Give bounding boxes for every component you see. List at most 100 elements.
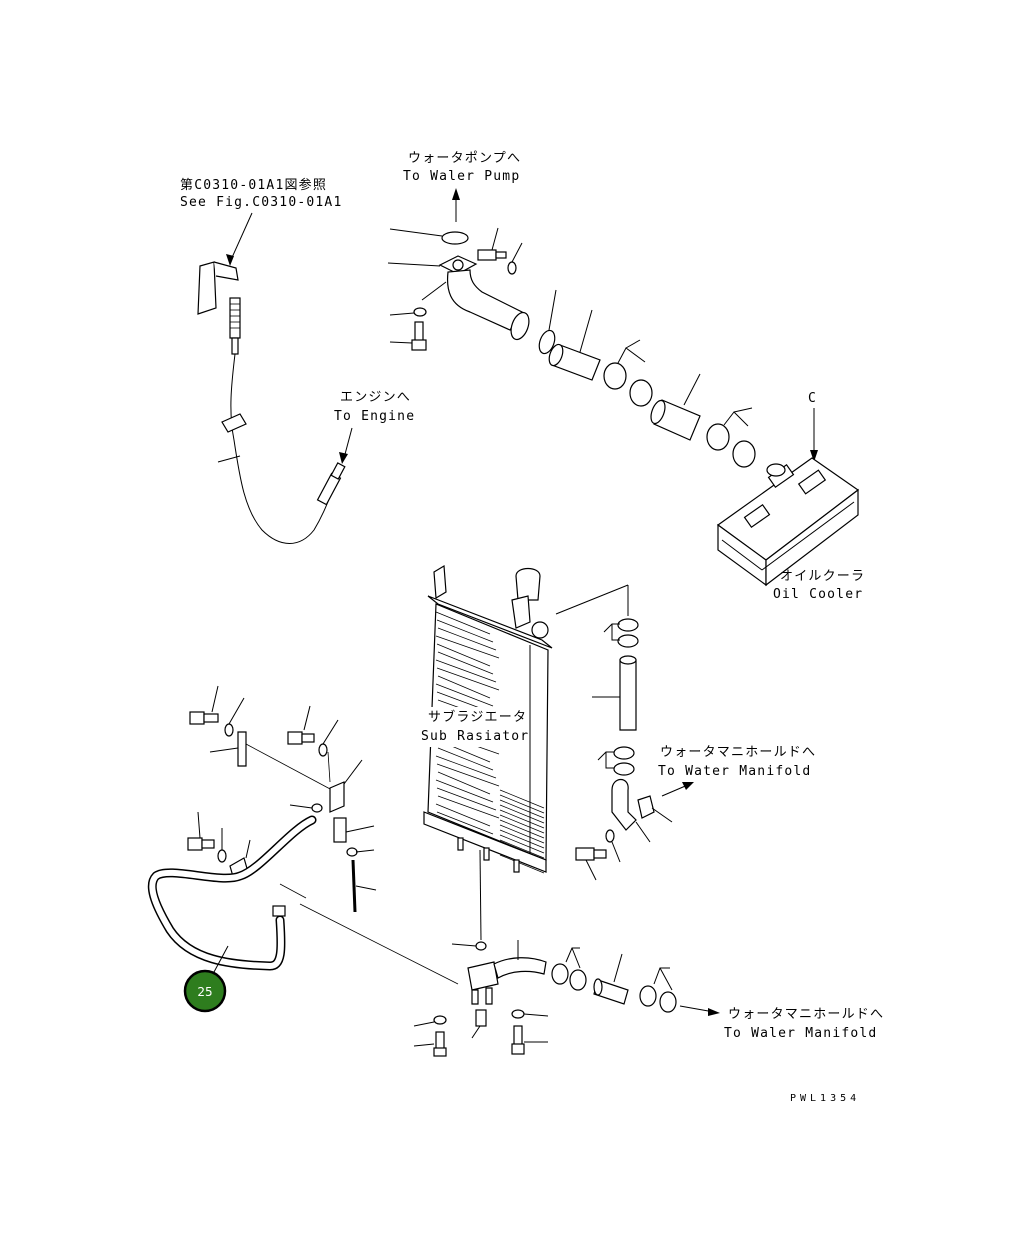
radiator-fin-line (436, 763, 500, 787)
lower-hose-clamp-3 (639, 985, 657, 1007)
oil-cooler-jp-label: オイルクーラ (780, 569, 865, 584)
cable-bracket-flange (213, 261, 239, 281)
hose-clamp-b1 (706, 423, 730, 451)
radiator-drain-stub-2 (483, 847, 490, 861)
pipe-clip-leader (389, 312, 415, 316)
radiator-fin-line (436, 811, 494, 835)
gasket-leader (651, 807, 673, 823)
callout-25-circle[interactable] (183, 969, 227, 1013)
water-manifold-2-en-label: To Waler Manifold (724, 1026, 877, 1041)
drain-valve-stem-2 (485, 987, 493, 1005)
manifold-washer-leader (611, 841, 621, 863)
radiator-label-backing (418, 707, 528, 747)
radiator-fin-line (499, 819, 545, 839)
pipe-gasket-leader (548, 289, 557, 331)
sub-radiator-jp-label: サブラジエータ (428, 709, 527, 725)
mount-bolt-1-leader (211, 685, 219, 713)
water-pump-arrowhead (452, 188, 460, 200)
hose-clamp-b2 (732, 440, 756, 468)
lower-hose-assembly (299, 849, 677, 1057)
left-mount-hardware (189, 685, 377, 913)
water-pump-reference: ウォータポンプへ To Waler Pump (403, 151, 520, 222)
valve-stud (475, 1009, 487, 1027)
mount-washer-2-leader (322, 719, 339, 745)
tee-to-bracket-line (245, 743, 333, 791)
radiator-fin-line (499, 824, 545, 844)
radiator-fin-line (436, 667, 500, 691)
radiator-fin-line (437, 795, 500, 819)
engine-reference: エンジンへ To Engine (334, 390, 414, 464)
view-letter-c: C (808, 391, 817, 406)
o-ring (441, 231, 469, 245)
connector-nut (346, 847, 358, 857)
manifold-bolt-shank (593, 849, 607, 859)
pipe-bolt-shank (414, 321, 424, 343)
drain-hose-outer (147, 815, 317, 971)
oil-cooler-inlet (766, 463, 786, 477)
drain-hose-assembly (147, 811, 317, 973)
valve-bolt-right-head (511, 1043, 525, 1055)
lower-hose-clamp-2 (569, 969, 587, 991)
radiator-fin-line (436, 619, 494, 643)
manifold-bolt-head (575, 847, 595, 861)
upper-hose-end (619, 655, 637, 665)
drain-hose-fitting (272, 905, 286, 917)
radiator-fin-line (437, 675, 491, 699)
pipe-gasket (538, 329, 556, 355)
radiator-bottom-tank (423, 811, 547, 873)
support-rod (351, 859, 357, 913)
pipe-bolt-leader (389, 341, 413, 344)
pump-bolt-leader (491, 227, 499, 251)
see-fig-leader (229, 212, 253, 263)
radiator-fin-line (435, 635, 500, 659)
elbow-pipe (446, 269, 523, 331)
radiator-fin-line (437, 627, 497, 651)
hose-bracket-leader (343, 759, 363, 785)
lower-clamp-1 (613, 746, 635, 760)
hose-bolt-shank (201, 839, 215, 849)
upper-clamp-leader (603, 623, 620, 641)
water-manifold-2-jp-label: ウォータマニホールドへ (728, 1007, 884, 1022)
water-manifold-1-jp-label: ウォータマニホールドへ (660, 745, 816, 760)
radiator-fin-line (435, 659, 497, 683)
hose-bracket (329, 781, 345, 813)
valve-bolt-left-leader (413, 1043, 435, 1047)
radiator-fin-line (499, 834, 545, 854)
elbow-pipe-flange (510, 311, 530, 341)
upper-hose-leader (555, 584, 629, 615)
radiator-filler-neck (433, 564, 447, 600)
pipe-bolt-head (411, 339, 427, 351)
engine-leader (343, 427, 353, 459)
drain-plug-leader (479, 849, 482, 941)
radiator-fin-line (499, 814, 545, 834)
radiator-fin-line (499, 799, 545, 819)
callout-25-number: 25 (197, 985, 212, 999)
drain-hose-leader (213, 945, 229, 973)
drain-valve-body (467, 961, 499, 991)
elbow-leader (635, 821, 651, 843)
pump-washer-leader (511, 242, 523, 263)
valve-washer-left (433, 1015, 447, 1025)
mount-bolt-2-shank (301, 733, 315, 743)
manifold-gasket (637, 795, 655, 819)
hose-clip-leader (245, 839, 251, 859)
valve-washer-right (511, 1009, 525, 1019)
water-manifold-1-en-label: To Water Manifold (658, 764, 811, 779)
washer-to-bracket-line (327, 751, 331, 783)
pipe-flange-leader (387, 262, 441, 267)
mount-washer-1-leader (228, 697, 245, 725)
lower-hose-clamp-2-leader (653, 967, 673, 991)
pump-bolt-head (477, 249, 497, 261)
valve-washer-left-leader (413, 1021, 435, 1027)
callout-25[interactable]: 25 (183, 969, 227, 1013)
radiator-fin-line (499, 789, 545, 809)
drain-plug-washer-leader (451, 943, 477, 947)
engine-arrowhead (339, 452, 348, 464)
see-fig-en-label: See Fig.C0310-01A1 (180, 195, 342, 210)
drain-plug-washer (475, 941, 487, 951)
radiator-drain-stub-3 (513, 859, 520, 873)
o-ring-leader (389, 228, 443, 237)
upper-clamp-1 (617, 618, 639, 632)
cable-ferrule (231, 337, 239, 355)
radiator-top-tank (427, 595, 553, 649)
